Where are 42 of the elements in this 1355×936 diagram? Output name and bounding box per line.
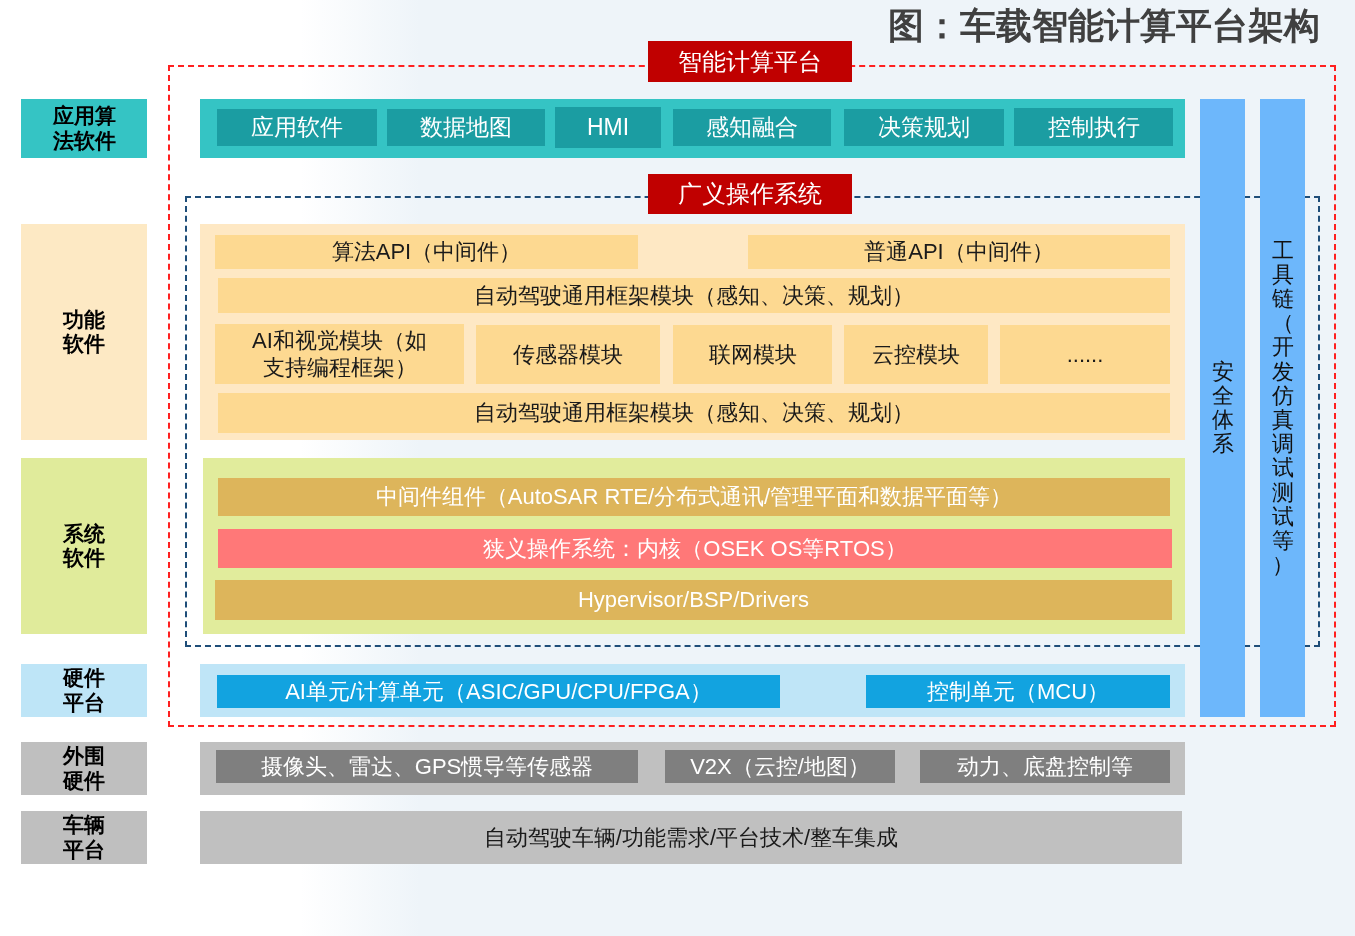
module-tile: 中间件组件（AutoSAR RTE/分布式通讯/管理平面和数据平面等） bbox=[218, 478, 1170, 516]
layer-label: 系统软件 bbox=[21, 458, 147, 634]
module-tile: 算法API（中间件） bbox=[215, 235, 638, 269]
layer-label: 硬件平台 bbox=[21, 664, 147, 717]
module-tile: 控制单元（MCU） bbox=[866, 675, 1170, 708]
module-tile: 自动驾驶通用框架模块（感知、决策、规划） bbox=[218, 278, 1170, 313]
module-tile: 云控模块 bbox=[844, 325, 988, 384]
module-tile: 摄像头、雷达、GPS惯导等传感器 bbox=[216, 750, 638, 783]
layer-band bbox=[200, 664, 1185, 717]
layer-band bbox=[200, 742, 1185, 795]
module-tile: 动力、底盘控制等 bbox=[920, 750, 1170, 783]
section-tab: 智能计算平台 bbox=[648, 41, 852, 82]
vertical-label: 安全体系 bbox=[1211, 359, 1234, 457]
layer-label: 功能软件 bbox=[21, 224, 147, 440]
module-tile: 感知融合 bbox=[673, 109, 831, 146]
layer-label: 外围硬件 bbox=[21, 742, 147, 795]
side-bar bbox=[1200, 99, 1245, 717]
module-tile: 普通API（中间件） bbox=[748, 235, 1170, 269]
module-tile: ...... bbox=[1000, 325, 1170, 384]
module-tile: HMI bbox=[555, 107, 661, 148]
module-tile: 传感器模块 bbox=[476, 325, 660, 384]
layer-band: 自动驾驶车辆/功能需求/平台技术/整车集成 bbox=[200, 811, 1182, 864]
module-tile: 数据地图 bbox=[387, 109, 545, 146]
module-tile: 自动驾驶通用框架模块（感知、决策、规划） bbox=[218, 393, 1170, 433]
module-tile: 应用软件 bbox=[217, 109, 377, 146]
module-tile: AI单元/计算单元（ASIC/GPU/CPU/FPGA） bbox=[217, 675, 780, 708]
side-bar bbox=[1260, 99, 1305, 717]
layer-band bbox=[200, 99, 1185, 158]
diagram-title: 图：车载智能计算平台架构 bbox=[888, 4, 1320, 48]
module-tile: Hypervisor/BSP/Drivers bbox=[215, 580, 1172, 620]
vertical-label: 工具链（开发仿真调试测试等） bbox=[1271, 238, 1294, 578]
layer-label: 应用算法软件 bbox=[21, 99, 147, 158]
module-tile: AI和视觉模块（如支持编程框架） bbox=[215, 324, 464, 384]
module-tile: 控制执行 bbox=[1014, 108, 1173, 146]
module-tile: 狭义操作系统：内核（OSEK OS等RTOS） bbox=[218, 529, 1172, 568]
module-tile: 联网模块 bbox=[673, 325, 832, 384]
module-tile: V2X（云控/地图） bbox=[665, 750, 895, 783]
layer-band bbox=[203, 458, 1185, 634]
layer-label: 车辆平台 bbox=[21, 811, 147, 864]
layer-band bbox=[200, 224, 1185, 440]
module-tile: 决策规划 bbox=[844, 109, 1004, 146]
section-tab: 广义操作系统 bbox=[648, 174, 852, 214]
